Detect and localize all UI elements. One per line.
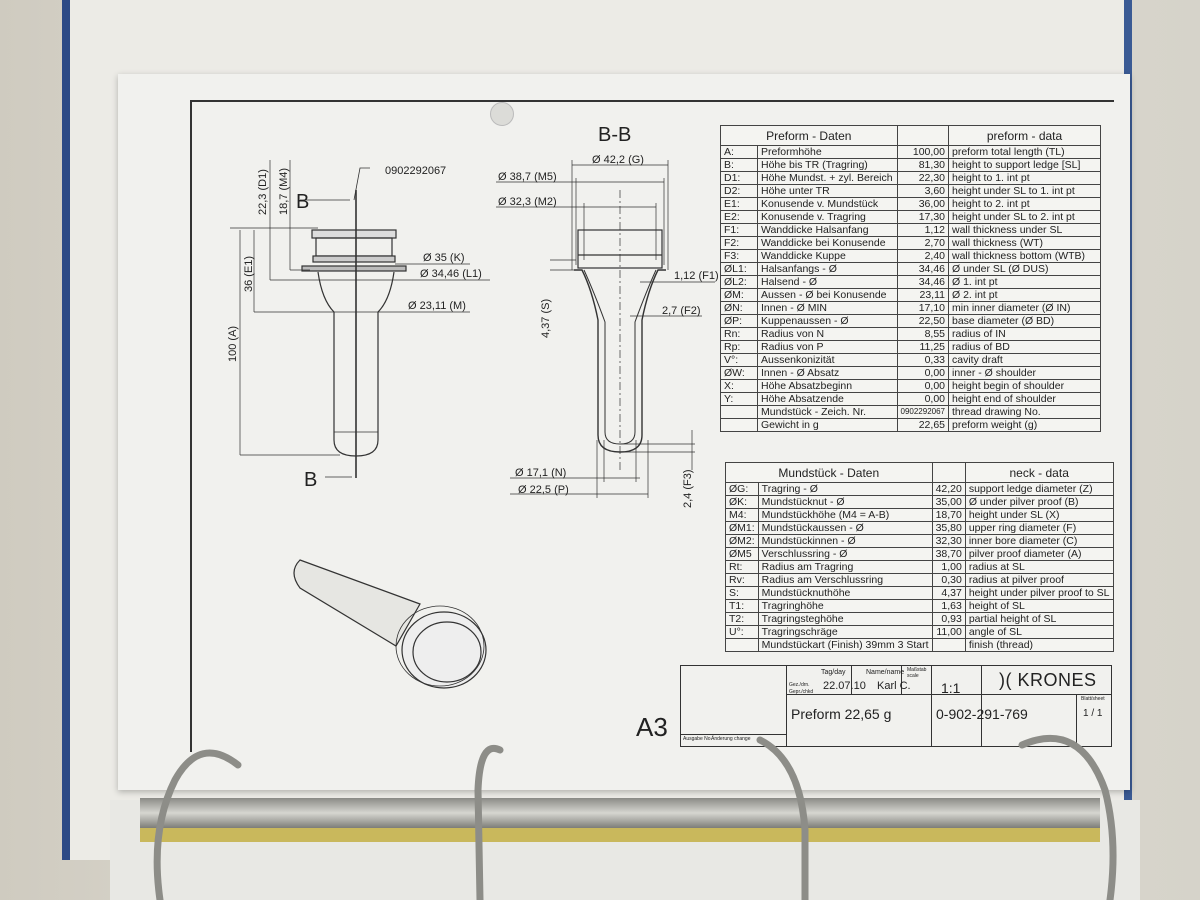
dim-s: 4,37 (S) xyxy=(540,299,552,338)
row-value xyxy=(931,638,966,652)
dim-f2: 2,7 (F2) xyxy=(662,305,701,317)
row-value: 42,20 xyxy=(931,482,966,496)
dim-g: Ø 42,2 (G) xyxy=(592,154,644,166)
sheet-size: A3 xyxy=(636,712,668,742)
dim-a: 100 (A) xyxy=(227,326,239,362)
drawing-frame xyxy=(190,100,1114,752)
dim-m4: 18,7 (M4) xyxy=(278,168,290,215)
dim-n: Ø 17,1 (N) xyxy=(515,467,566,479)
row-name-de: Gewicht in g xyxy=(757,418,898,432)
punch-hole xyxy=(490,102,514,126)
table-header: Mundstück - Daten neck - data xyxy=(725,462,1114,483)
binder-ring-2 xyxy=(474,744,504,900)
binder-ring-4 xyxy=(1018,734,1117,900)
drawing-number: 0-902-291-769 xyxy=(936,706,1028,722)
drawn-date: 22.07.10 xyxy=(823,680,866,692)
dimension-lines-section xyxy=(496,160,715,498)
binder-edge xyxy=(62,0,70,860)
revision-label: Ausgabe No. xyxy=(683,736,712,742)
header-en: neck - data xyxy=(964,462,1114,483)
scale-value: 1:1 xyxy=(941,680,961,696)
sheet-label: Blatt/sheet xyxy=(1081,696,1105,702)
drawing-title: Preform 22,65 g xyxy=(791,706,892,722)
row-code xyxy=(720,418,758,432)
section-title: B-B xyxy=(598,124,631,146)
dim-m2: Ø 32,3 (M2) xyxy=(498,196,557,208)
company-logo: )( KRONES xyxy=(999,670,1097,691)
title-block: Tag/day Name/name Maßstab scale Gez./drn… xyxy=(680,665,1112,747)
preform-data-table: Preform - Daten preform - data A:Preform… xyxy=(720,125,1101,432)
preform-side-view xyxy=(301,167,407,478)
dim-m5: Ø 38,7 (M5) xyxy=(498,171,557,183)
dim-d1: 22,3 (D1) xyxy=(257,169,269,215)
day-label: Tag/day xyxy=(821,669,846,676)
dim-f1: 1,12 (F1) xyxy=(674,270,719,282)
company-name: KRONES xyxy=(1017,670,1097,690)
drawn-by: Karl C. xyxy=(877,680,911,692)
dim-e1: 36 (E1) xyxy=(243,256,255,292)
scale-label: Maßstab scale xyxy=(907,667,927,679)
binder-strip xyxy=(140,828,1100,842)
part-number-callout: 0902292067 xyxy=(385,165,446,177)
section-marker-top: B xyxy=(296,191,309,213)
neck-data-table: Mundstück - Daten neck - data ØG:Tragrin… xyxy=(725,462,1114,652)
binder-ring-3 xyxy=(756,736,809,900)
binder-rail xyxy=(140,798,1100,828)
row-name-en: finish (thread) xyxy=(964,638,1114,652)
section-marker-bottom: B xyxy=(304,469,317,491)
dim-l1: Ø 34,46 (L1) xyxy=(420,268,482,280)
dimension-lines-left xyxy=(230,160,490,478)
checked-label: Gepr./chkd xyxy=(789,689,814,695)
row-value: 32,30 xyxy=(931,534,966,548)
dim-k: Ø 35 (K) xyxy=(423,252,465,264)
sheet-number: 1 / 1 xyxy=(1083,708,1103,719)
dim-p: Ø 22,5 (P) xyxy=(518,484,569,496)
krones-logo-icon: )( xyxy=(999,670,1012,690)
row-value: 22,65 xyxy=(896,418,949,432)
row-name-en: preform weight (g) xyxy=(948,418,1101,432)
preform-3d-view xyxy=(293,559,487,689)
binder-ring-1 xyxy=(153,749,242,900)
dim-m: Ø 23,11 (M) xyxy=(408,300,466,312)
dim-f3: 2,4 (F3) xyxy=(682,469,694,508)
drawn-label: Gez./drn. xyxy=(789,682,810,688)
name-label: Name/name xyxy=(866,669,905,676)
row-code: ØM: xyxy=(720,288,758,302)
change-label: Änderung change xyxy=(711,736,751,742)
